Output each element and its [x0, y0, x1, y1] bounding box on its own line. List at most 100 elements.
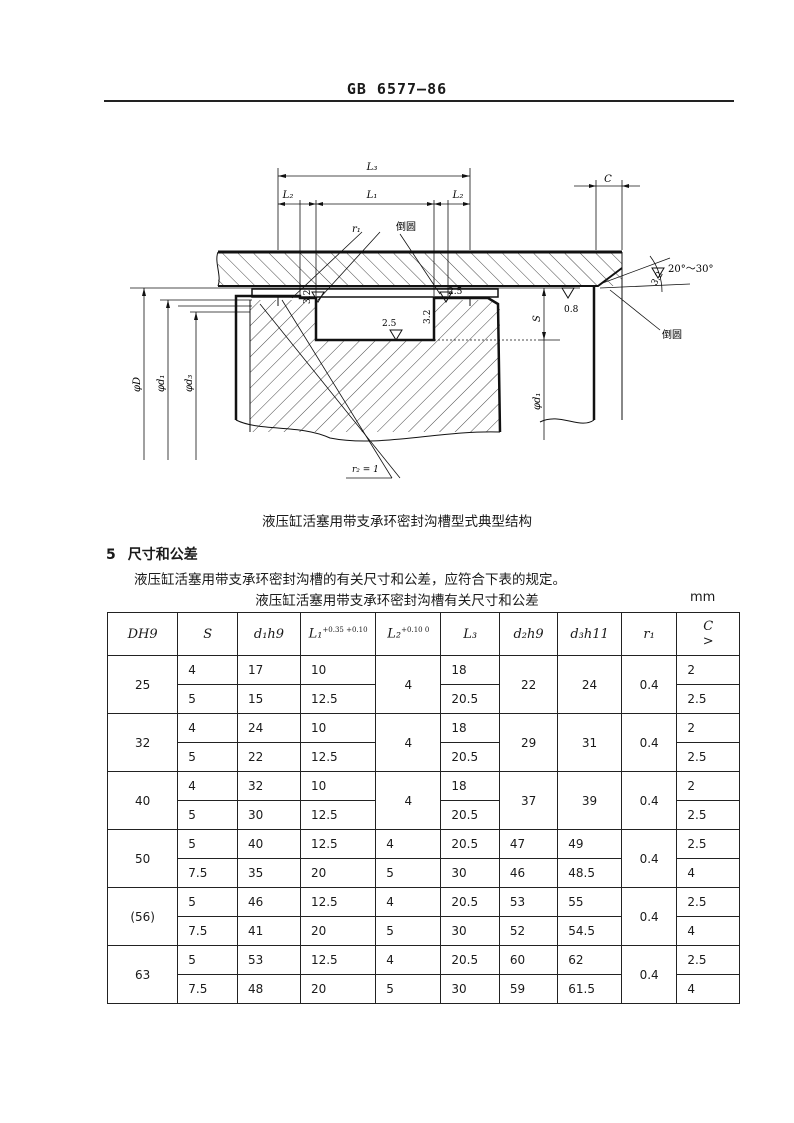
cell-d1: 30 — [237, 800, 301, 830]
cell-d2: 29 — [498, 713, 559, 772]
cell-C: 2.5 — [676, 742, 740, 772]
cell-S: 5 — [177, 800, 239, 830]
dim-phid1-right: φd₁ — [532, 393, 543, 410]
cell-C: 2 — [676, 713, 740, 743]
cell-L3: 20.5 — [440, 945, 500, 975]
ra-32-a: 3.2 — [303, 290, 313, 304]
label-chamfer-top: 倒圆 — [396, 221, 416, 233]
cell-C: 2.5 — [676, 945, 740, 975]
cell-C: 4 — [676, 858, 740, 888]
cell-r1: 0.4 — [620, 655, 678, 714]
cell-L3: 30 — [440, 916, 500, 946]
cell-DH9: 50 — [106, 829, 179, 888]
cell-C: 2.5 — [676, 800, 740, 830]
cell-L3: 18 — [440, 771, 500, 801]
cell-C: 4 — [676, 974, 740, 1004]
cell-L1: 12.5 — [299, 945, 377, 975]
cell-DH9: 32 — [106, 713, 179, 772]
cell-L3: 30 — [440, 858, 500, 888]
cell-L2: 4 — [375, 945, 442, 975]
cell-L3: 20.5 — [440, 829, 500, 859]
cell-d3: 24 — [557, 655, 622, 714]
cell-d3: 62 — [557, 945, 622, 975]
cell-d1: 15 — [237, 684, 301, 714]
dim-phid1-left: φd₁ — [156, 375, 167, 392]
cell-L3: 18 — [440, 713, 500, 743]
dim-phiD: φD — [132, 377, 143, 392]
cell-S: 4 — [177, 655, 239, 685]
cell-L1: 12.5 — [299, 887, 377, 917]
cell-L1: 10 — [299, 655, 377, 685]
label-r2: r₂ = 1 — [352, 465, 379, 475]
cell-d2: 59 — [498, 974, 559, 1004]
document-header: GB 6577—86 — [346, 80, 448, 98]
cell-r1: 0.4 — [620, 945, 678, 1004]
cell-DH9: (56) — [106, 887, 179, 946]
cell-d1: 35 — [237, 858, 301, 888]
dim-L2-right: L₂ — [452, 190, 464, 201]
cell-DH9: 63 — [106, 945, 179, 1004]
cell-L1: 12.5 — [299, 684, 377, 714]
figure-caption: 液压缸活塞用带支承环密封沟槽型式典型结构 — [262, 514, 532, 530]
cell-d1: 22 — [237, 742, 301, 772]
cell-L3: 20.5 — [440, 684, 500, 714]
header-L2-tol: +0.10 0 — [401, 626, 430, 635]
dim-S: S — [532, 315, 543, 322]
cell-L1: 20 — [299, 974, 377, 1004]
label-angle: 20°～30° — [668, 264, 713, 275]
header-r1: r₁ — [620, 612, 678, 656]
cell-d1: 53 — [237, 945, 301, 975]
cell-L2: 4 — [375, 771, 442, 830]
cell-DH9: 25 — [106, 655, 179, 714]
header-L3: L₃ — [440, 612, 500, 656]
cell-L3: 20.5 — [440, 742, 500, 772]
header-L2: L₂+0.10 0 — [375, 612, 442, 656]
cell-C: 2.5 — [676, 684, 740, 714]
cell-L1: 10 — [299, 713, 377, 743]
cell-d1: 46 — [237, 887, 301, 917]
cell-d1: 48 — [237, 974, 301, 1004]
cell-S: 4 — [177, 713, 239, 743]
cell-d3: 61.5 — [557, 974, 622, 1004]
dim-L3: L₃ — [366, 162, 378, 173]
header-d2h9: d₂h9 — [498, 612, 559, 656]
cell-d2: 47 — [498, 829, 559, 859]
header-C-sub: > — [702, 634, 714, 649]
cell-S: 5 — [177, 887, 239, 917]
cell-L3: 30 — [440, 974, 500, 1004]
cell-S: 5 — [177, 684, 239, 714]
table-header-row: DH9 S d₁h9 L₁+0.35 +0.10 L₂+0.10 0 L₃ d₂… — [106, 612, 740, 656]
ra-08: 0.8 — [564, 305, 579, 315]
cell-L2: 4 — [375, 887, 442, 917]
cell-L2: 4 — [375, 829, 442, 859]
header-DH9: DH9 — [106, 612, 179, 656]
cell-C: 2 — [676, 655, 740, 685]
header-L1-tol: +0.35 +0.10 — [322, 626, 368, 635]
header-rule — [104, 100, 734, 102]
cell-L1: 12.5 — [299, 800, 377, 830]
cell-L2: 5 — [375, 974, 442, 1004]
cell-r1: 0.4 — [620, 713, 678, 772]
cell-L3: 20.5 — [440, 887, 500, 917]
ra-25-b: 2.5 — [448, 287, 463, 297]
dim-L2-left: L₂ — [282, 190, 294, 201]
cell-C: 2.5 — [676, 829, 740, 859]
right-section — [539, 252, 623, 424]
cell-S: 7.5 — [177, 858, 239, 888]
cell-d2: 53 — [498, 887, 559, 917]
cell-L3: 20.5 — [440, 800, 500, 830]
cell-d1: 24 — [237, 713, 301, 743]
cell-d3: 55 — [557, 887, 622, 917]
cell-C: 4 — [676, 916, 740, 946]
label-chamfer-right: 倒圆 — [662, 329, 682, 341]
cell-d3: 31 — [557, 713, 622, 772]
